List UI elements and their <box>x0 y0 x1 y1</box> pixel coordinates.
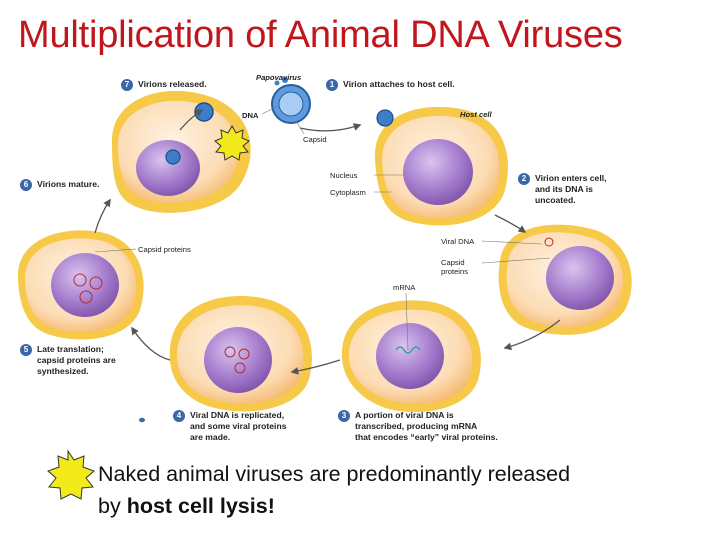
step-6-badge: 6 <box>20 179 32 191</box>
caption: Naked animal viruses are predominantly r… <box>98 458 698 522</box>
step-1-label: 1 Virion attaches to host cell. <box>326 79 455 91</box>
step-4-line-3: are made. <box>190 432 230 442</box>
cell-step-4 <box>170 296 312 412</box>
step-1-badge: 1 <box>326 79 338 91</box>
step-2-badge: 2 <box>518 173 530 185</box>
step-6-label: 6 Virions mature. <box>20 179 99 191</box>
dot-marker <box>139 418 145 422</box>
papovavirus-label: Papovavirus <box>256 73 301 82</box>
step-6-text: Virions mature. <box>37 179 99 190</box>
step-5-line-3: synthesized. <box>37 366 89 376</box>
step-7-text: Virions released. <box>138 79 207 90</box>
step-3-line-1: A portion of viral DNA is <box>355 410 454 420</box>
step-3-badge: 3 <box>338 410 350 422</box>
step-3-line-3: that encodes “early” viral proteins. <box>355 432 498 442</box>
capsid-label: Capsid <box>303 135 327 144</box>
host-cell-label: Host cell <box>460 110 492 119</box>
cell-step-5 <box>18 230 144 339</box>
nucleus-label: Nucleus <box>330 171 357 180</box>
mrna-label: mRNA <box>393 283 415 292</box>
step-3-line-2: transcribed, producing mRNA <box>355 421 477 431</box>
step-5-line-1: Late translation; <box>37 344 104 354</box>
cell-step-1 <box>375 107 508 226</box>
yellow-star-icon <box>48 451 94 499</box>
capsid-proteins-line-2: proteins <box>441 267 468 276</box>
virion-icon <box>272 77 310 123</box>
capsid-proteins-line-1: Capsid <box>441 258 465 267</box>
cell-step-2 <box>499 225 632 335</box>
step-1-text: Virion attaches to host cell. <box>343 79 455 90</box>
step-4-badge: 4 <box>173 410 185 422</box>
viral-dna-label: Viral DNA <box>441 237 474 246</box>
step-5-badge: 5 <box>20 344 32 356</box>
dna-label: DNA <box>242 111 258 120</box>
step-5-line-2: capsid proteins are <box>37 355 116 365</box>
step-7-badge: 7 <box>121 79 133 91</box>
caption-line-1: Naked animal viruses are predominantly r… <box>98 462 570 486</box>
step-4-line-1: Viral DNA is replicated, <box>190 410 284 420</box>
capsid-proteins-label-5: Capsid proteins <box>138 245 191 254</box>
step-2-line-1: Virion enters cell, <box>535 173 607 183</box>
step-4-line-2: and some viral proteins <box>190 421 286 431</box>
step-2-line-3: uncoated. <box>535 195 576 205</box>
step-4-label: 4 Viral DNA is replicated,and some viral … <box>173 410 286 443</box>
cytoplasm-label: Cytoplasm <box>330 188 366 197</box>
step-7-label: 7 Virions released. <box>121 79 207 91</box>
caption-line-2-suffix: ! <box>268 494 275 518</box>
caption-line-2-bold: host cell lysis <box>127 494 268 518</box>
step-2-line-2: and its DNA is <box>535 184 593 194</box>
cell-step-3 <box>342 300 481 412</box>
caption-line-2-prefix: by <box>98 494 127 518</box>
